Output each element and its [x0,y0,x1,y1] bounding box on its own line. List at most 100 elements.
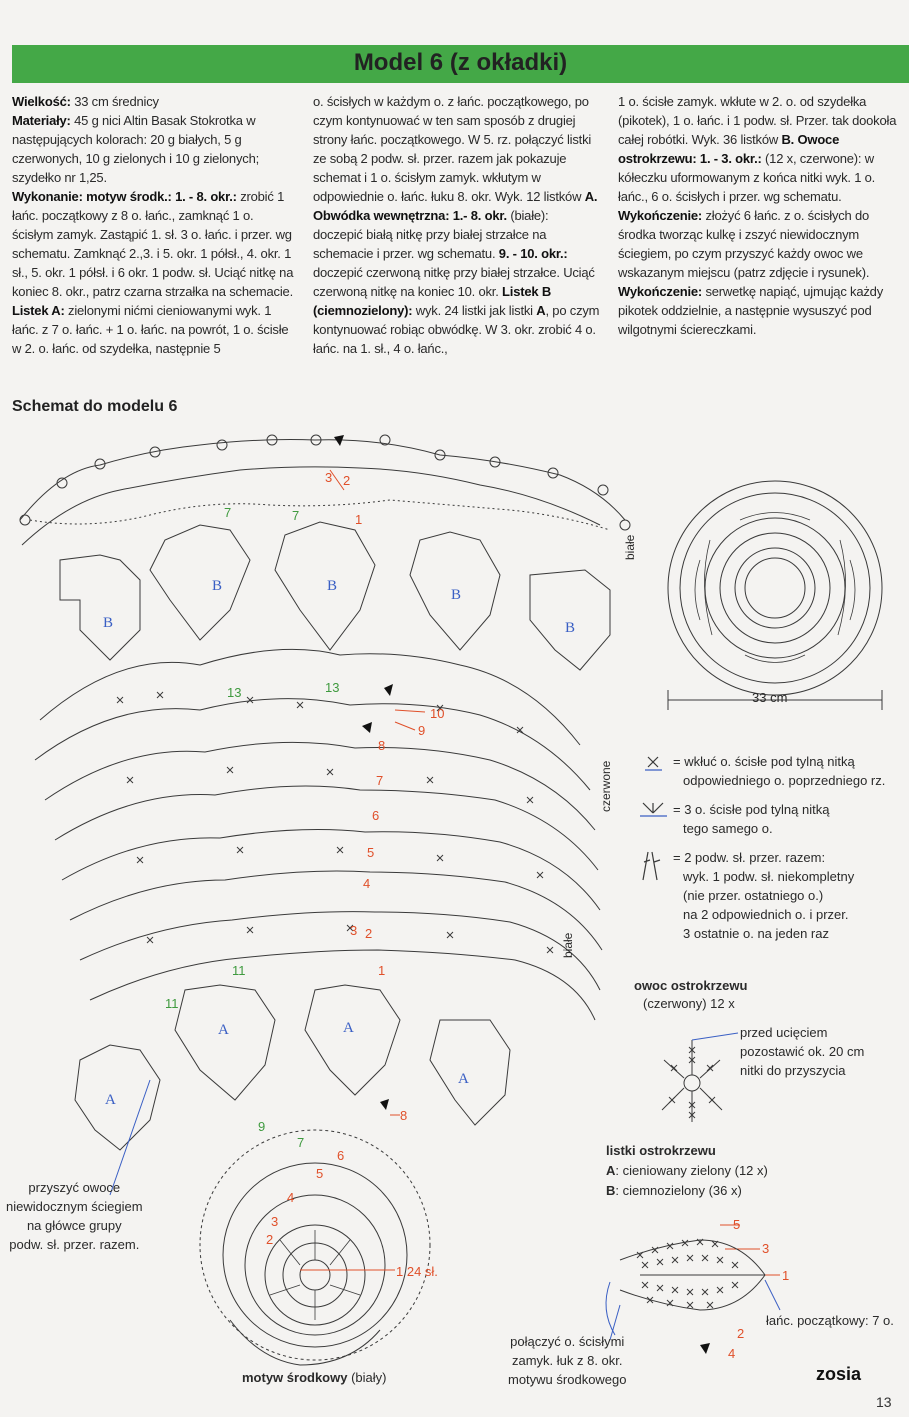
leaf-b-label-4: B [451,587,461,603]
red-leaders [300,469,780,1276]
svg-text:8: 8 [378,738,385,753]
bold-term: B. [781,132,795,147]
body-text: 33 cm średnicy [70,94,159,109]
leaves-b: B: ciemnozielony (36 x) [606,1183,742,1198]
green-round-labels: 7 7 13 13 11 11 9 7 [165,505,339,1150]
svg-text:1: 1 [355,512,362,527]
leaf-a-label-1: A [105,1092,116,1108]
svg-text:2: 2 [343,473,350,488]
berry-note: przed ucięciem pozostawić ok. 20 cm nitk… [740,1025,865,1078]
overview-dimension: 33 cm [752,690,787,705]
bold-term: Owoce ostrokrzewu: 1. - 3. okr.: [618,132,840,166]
body-text: o. ścisłych w każdym o. z łańc. początko… [313,94,592,204]
body-text: zrobić 1 łańc. początkowy z 8 o. łańc., … [12,189,294,299]
svg-text:3: 3 [325,470,332,485]
svg-text:6: 6 [337,1148,344,1163]
col3-paragraph: 1 o. ścisłe zamyk. wkłute w 2. o. od szy… [618,92,903,339]
svg-text:11: 11 [165,996,179,1011]
leaf-b-row [59,521,611,671]
svg-text:9: 9 [418,723,425,738]
svg-text:2: 2 [365,926,372,941]
svg-text:1: 1 [378,963,385,978]
leaf-a-label-4: A [458,1071,469,1087]
overview-leaves [694,512,856,663]
body-text: (białe): doczepić białą nitkę przy białe… [313,208,549,261]
page-title: Model 6 (z okładki) [353,49,568,76]
outer-border [19,439,626,546]
bold-term: Listek B (ciemnozielony): [313,284,552,318]
holly-leaf-diagram [605,1239,781,1336]
body-text: serwetkę napiąć, ujmując każdy pikotek o… [618,284,884,337]
leaf-letters: B B B B B A A A A [103,578,575,1108]
svg-text:2: 2 [737,1326,744,1341]
legend-item-1: = wkłuć o. ścisłe pod tylną nitką odpowi… [673,754,886,788]
svg-text:7: 7 [224,505,231,520]
svg-text:5: 5 [733,1217,740,1232]
leaf-a-label-3: A [343,1020,354,1036]
legend-item-3: = 2 podw. sł. przer. razem: wyk. 1 podw.… [673,850,855,941]
svg-text:13: 13 [325,680,339,695]
legend-symbols [640,756,667,881]
col2-paragraph: o. ścisłych w każdym o. z łańc. początko… [313,92,600,358]
body-text: 1 o. ścisłe zamyk. wkłute w 2. o. od szy… [618,94,897,147]
note-leaders [109,1079,621,1341]
picots [19,434,631,531]
bold-term: Wykończenie: [618,284,703,299]
svg-text:6: 6 [372,808,379,823]
text-column-3: 1 o. ścisłe zamyk. wkłute w 2. o. od szy… [618,92,903,339]
black-arrows [334,435,710,1354]
svg-text:3: 3 [762,1241,769,1256]
svg-text:7: 7 [292,508,299,523]
side-labels: białe czerwone białe [561,534,637,958]
text-column-2: o. ścisłych w każdym o. z łańc. początko… [313,92,600,358]
svg-text:7: 7 [297,1135,304,1150]
bold-term: Materiały: [12,113,71,128]
svg-text:1: 1 [782,1268,789,1283]
svg-text:2: 2 [266,1232,273,1247]
chain-note: łańc. początkowy: 7 o. [766,1313,894,1328]
body-text: 45 g nici Altin Basak Stokrotka w następ… [12,113,260,185]
svg-text:czerwone: czerwone [599,760,613,812]
leaf-a-label-2: A [218,1022,229,1038]
schema-heading: Schemat do modelu 6 [12,398,178,415]
svg-text:7: 7 [376,773,383,788]
bold-term: A [536,303,546,318]
svg-text:4: 4 [287,1190,294,1205]
signature: zosia [816,1364,862,1384]
svg-text:4: 4 [363,876,370,891]
red-round-labels: 3 2 1 10 9 8 7 6 5 4 3 2 1 8 6 5 4 3 2 1… [266,470,444,1279]
title-banner: Model 6 (z okładki) [12,45,909,83]
leaf-a-row [74,984,511,1151]
svg-text:4: 4 [728,1346,735,1361]
svg-text:11: 11 [232,963,246,978]
legend-item-2: = 3 o. ścisłe pod tylną nitką tego sameg… [673,802,830,836]
svg-text:białe: białe [561,932,575,958]
bold-term: A. Obwódka wewnętrzna: 1.- 8. okr. [313,189,598,223]
svg-text:5: 5 [367,845,374,860]
svg-text:5: 5 [316,1166,323,1181]
svg-text:białe: białe [623,534,637,560]
body-text: , po czym kontynuować robiąc obwódkę. W … [313,303,600,356]
leaves-a: A: cieniowany zielony (12 x) [606,1163,768,1178]
bold-term: Wielkość: [12,94,71,109]
body-text: złożyć 6 łańc. z o. ścisłych do środka t… [618,208,870,280]
bold-term: Listek A: [12,303,65,318]
inner-rounds [34,648,603,1021]
center-spokes [269,1230,361,1320]
body-text: (12 x, czerwone): w kółeczku uformowanym… [618,151,876,204]
bold-term: 9. - 10. okr.: [498,246,568,261]
svg-text:3: 3 [271,1214,278,1229]
svg-text:1 24 sł.: 1 24 sł. [396,1264,438,1279]
svg-text:8: 8 [400,1108,407,1123]
svg-text:10: 10 [430,706,444,721]
leaf-b-label-1: B [103,615,113,631]
body-text: wyk. 24 listki jak listki [412,303,537,318]
body-text: doczepić czerwoną nitkę przy białej strz… [313,265,595,299]
body-text: zielonymi nićmi cieniowanymi wyk. 1 łańc… [12,303,289,356]
svg-text:3: 3 [350,923,357,938]
leaf-b-label-2: B [212,578,222,594]
sew-note: przyszyć owoce niewidocznym ściegiem na … [6,1180,143,1252]
